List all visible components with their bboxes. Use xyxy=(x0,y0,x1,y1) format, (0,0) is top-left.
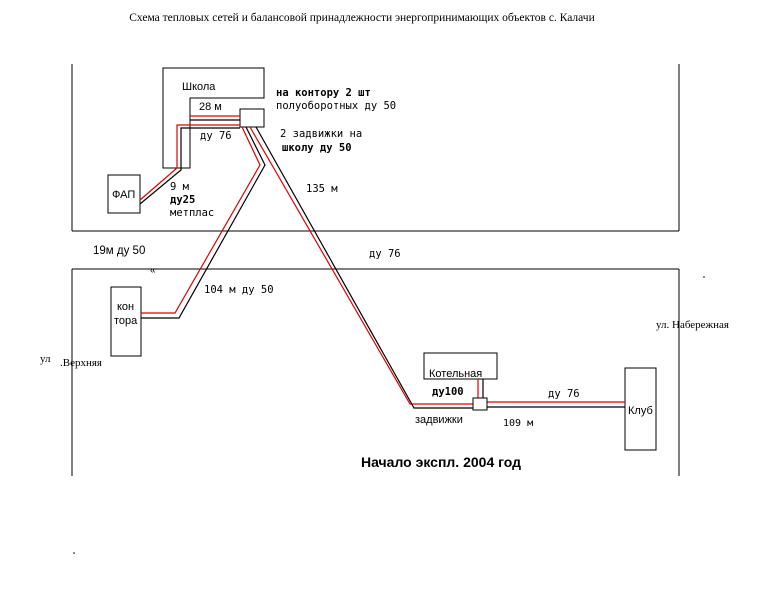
stray-dot xyxy=(73,552,75,554)
label-club-109m: 109 м xyxy=(503,418,533,429)
pipe-fap-supply xyxy=(139,124,240,201)
school-label: Школа xyxy=(182,81,216,93)
label-zadvizhki-school-line1: 2 задвижки на xyxy=(280,128,362,140)
label-kontoru-line2: полуоборотных ду 50 xyxy=(276,100,396,112)
label-kontoru-line1: на контору 2 шт xyxy=(276,87,371,99)
pipe-fap-return xyxy=(139,127,240,205)
label-19m-du50: 19м ду 50 xyxy=(93,245,145,257)
office-building xyxy=(110,286,142,357)
label-start-operation: Начало экспл. 2004 год xyxy=(361,454,521,470)
road-crossing-mark: « xyxy=(150,265,156,276)
stray-dot xyxy=(703,276,705,278)
label-zadvizhki: задвижки xyxy=(415,414,463,426)
valve-chamber-school xyxy=(239,108,265,128)
pipe-main-return xyxy=(255,126,474,409)
label-fap-du25: ду25 xyxy=(170,194,195,206)
club-building xyxy=(624,367,657,451)
office-label-line2: тора xyxy=(114,315,138,327)
street-boundaries xyxy=(71,64,680,476)
fap-label: ФАП xyxy=(112,189,135,201)
pipe-main-supply xyxy=(249,126,474,405)
label-fap-metplas: метплас xyxy=(170,207,214,219)
label-school-du76: ду 76 xyxy=(200,130,232,142)
office-label-line1: кон xyxy=(117,301,134,313)
pipe-office-return xyxy=(141,126,266,319)
boiler-house xyxy=(423,352,498,380)
label-zadvizhki-school-line2: школу ду 50 xyxy=(282,142,352,154)
label-office-104m-du50: 104 м ду 50 xyxy=(204,284,274,296)
valve-junction-boiler xyxy=(472,397,488,411)
label-boiler-du100: ду100 xyxy=(432,386,464,398)
label-main-135m: 135 м xyxy=(306,183,338,195)
label-school-28m: 28 м xyxy=(199,101,222,113)
label-fap-9m: 9 м xyxy=(170,181,190,193)
fap-building xyxy=(107,174,141,214)
pipe-office-supply xyxy=(141,126,261,314)
diagram-title: Схема тепловых сетей и балансовой принад… xyxy=(129,12,595,24)
club-label: Клуб xyxy=(628,405,653,417)
pipes xyxy=(139,115,625,409)
boiler-label: Котельная xyxy=(429,368,482,380)
street-verkhnyaya-prefix: ул xyxy=(40,353,51,365)
school-building xyxy=(162,67,265,169)
label-club-du76: ду 76 xyxy=(548,388,580,400)
label-road-du76: ду 76 xyxy=(369,248,401,260)
street-naberezhnaya: ул. Набережная xyxy=(656,319,729,331)
street-verkhnyaya-name: .Верхняя xyxy=(60,357,102,369)
